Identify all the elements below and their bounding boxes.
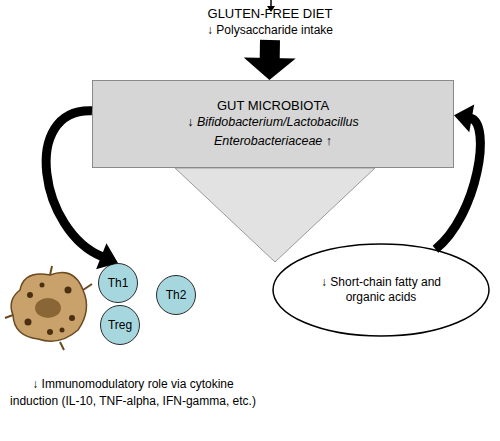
macrophage-granule [65, 287, 72, 294]
macrophage-cell [11, 273, 86, 342]
cell-circle: Treg [100, 305, 140, 345]
arrow-head [244, 58, 296, 80]
outcome-ellipse: ↓ Short-chain fatty and organic acids [272, 243, 490, 337]
node-heading: Treg [108, 318, 132, 333]
arrow-head [454, 105, 474, 133]
macrophage-granule [69, 315, 75, 321]
node-text: ↓ Bifidobacterium/Lactobacillus [187, 115, 359, 131]
cell-circle: Th2 [156, 275, 196, 315]
macrophage-nucleus [35, 298, 61, 318]
macrophage-granule [25, 319, 32, 326]
macrophage-granule [40, 283, 45, 288]
macrophage-granule [47, 329, 53, 335]
node-heading: ↓ Short-chain fatty and organic acids [306, 275, 456, 305]
node-text: Enterobacteriaceae ↑ [214, 134, 332, 150]
input-text-node: GLUTEN-FREE DIET↓ Polysaccharide intake [160, 4, 380, 40]
connector-arrow [244, 40, 296, 80]
node-text: ↓ Polysaccharide intake [207, 23, 333, 38]
node-heading: Th2 [166, 288, 187, 303]
ellipse-shape [273, 244, 489, 336]
node-heading: GUT MICROBIOTA [217, 98, 329, 114]
node-heading: Th1 [108, 276, 129, 291]
connector-line [260, 40, 280, 60]
caption-note: ↓ Immunomodulatory role via cytokine ind… [8, 376, 258, 410]
node-heading: GLUTEN-FREE DIET [208, 6, 333, 22]
cell-circle: Th1 [98, 263, 138, 303]
macrophage-pseudopod [5, 266, 92, 350]
macrophage-granule [27, 292, 33, 298]
process-box: GUT MICROBIOTA↓ Bifidobacterium/Lactobac… [92, 80, 454, 168]
macrophage-granule [60, 328, 65, 333]
